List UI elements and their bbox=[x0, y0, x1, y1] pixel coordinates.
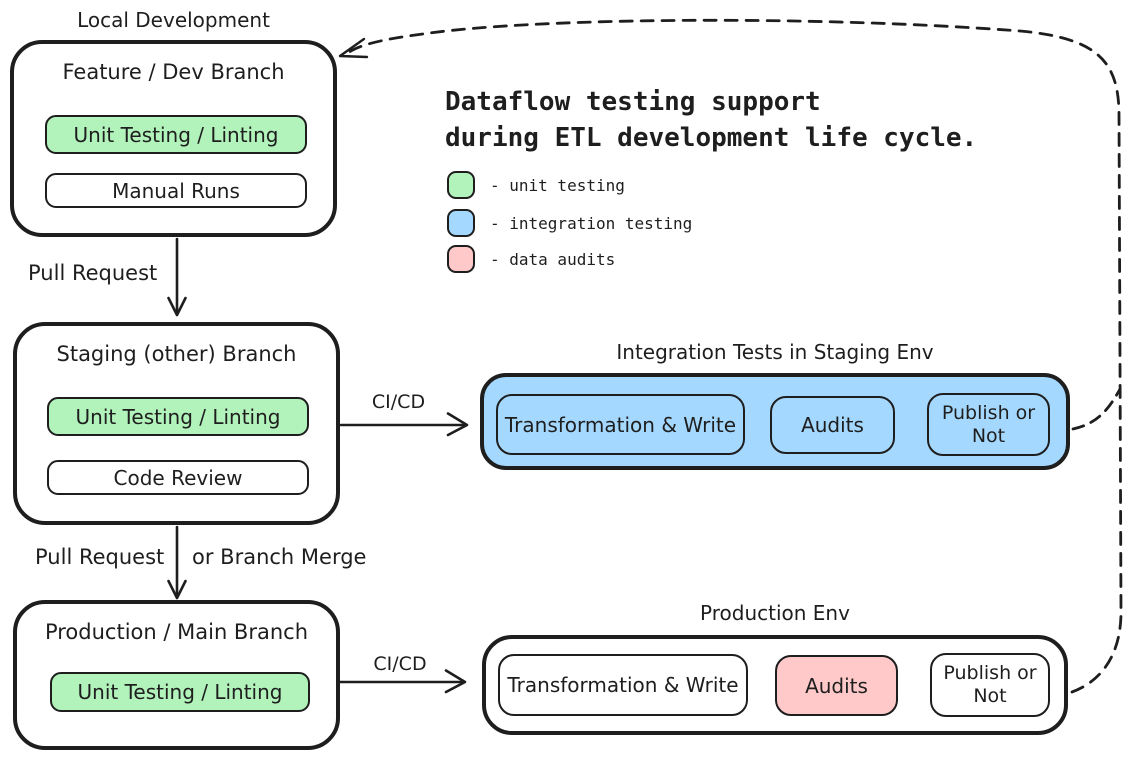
feedback-loop-blue-connector-dashed bbox=[1071, 387, 1122, 431]
audits-node-staging: Audits bbox=[770, 396, 895, 454]
unit-testing-pill-staging: Unit Testing / Linting bbox=[47, 397, 309, 436]
feature-dev-branch-title: Feature / Dev Branch bbox=[62, 60, 285, 84]
legend-label-data-audits: - data audits bbox=[490, 249, 616, 269]
transformation-write-node-staging: Transformation & Write bbox=[496, 394, 745, 455]
pull-request-label-1: Pull Request bbox=[28, 261, 158, 285]
legend-swatch-integration-testing bbox=[447, 209, 475, 237]
production-env-box: Transformation & Write Audits Publish or… bbox=[482, 635, 1068, 735]
audits-node-production: Audits bbox=[775, 655, 898, 716]
staging-env-box: Transformation & Write Audits Publish or… bbox=[480, 373, 1070, 470]
production-env-title: Production Env bbox=[700, 601, 850, 625]
staging-branch-box: Staging (other) Branch Unit Testing / Li… bbox=[13, 322, 340, 525]
unit-testing-pill-production: Unit Testing / Linting bbox=[50, 672, 310, 712]
legend-row-unit-testing: - unit testing bbox=[447, 171, 625, 199]
transformation-write-node-production: Transformation & Write bbox=[498, 654, 748, 716]
legend-row-integration-testing: - integration testing bbox=[447, 209, 692, 237]
feedback-loop-dashed bbox=[342, 18, 1123, 694]
main-title-line2: during ETL development life cycle. bbox=[445, 123, 978, 153]
main-title-line1: Dataflow testing support bbox=[445, 87, 821, 117]
pull-request-arrow-1-head bbox=[167, 296, 187, 317]
publish-or-not-node-staging: Publish or Not bbox=[927, 393, 1050, 456]
feedback-loop-arrowhead bbox=[338, 37, 369, 59]
cicd-label-production: CI/CD bbox=[373, 653, 427, 675]
branch-merge-label: or Branch Merge bbox=[192, 545, 367, 569]
cicd-arrow-staging-head bbox=[446, 412, 469, 437]
feature-dev-branch-box: Feature / Dev Branch Unit Testing / Lint… bbox=[10, 40, 337, 237]
pull-request-arrow-2-head bbox=[167, 579, 187, 600]
local-development-label: Local Development bbox=[77, 8, 270, 32]
legend-row-data-audits: - data audits bbox=[447, 245, 615, 273]
pull-request-label-2: Pull Request bbox=[35, 545, 165, 569]
legend-swatch-data-audits bbox=[447, 245, 475, 273]
staging-env-title: Integration Tests in Staging Env bbox=[616, 340, 934, 364]
production-branch-box: Production / Main Branch Unit Testing / … bbox=[13, 600, 340, 750]
cicd-arrow-production-head bbox=[444, 669, 467, 694]
cicd-label-staging: CI/CD bbox=[371, 391, 426, 413]
unit-testing-pill-feature: Unit Testing / Linting bbox=[45, 115, 307, 154]
staging-branch-title: Staging (other) Branch bbox=[56, 342, 297, 366]
code-review-pill: Code Review bbox=[47, 460, 309, 495]
production-branch-title: Production / Main Branch bbox=[44, 620, 309, 644]
publish-or-not-node-production: Publish or Not bbox=[930, 653, 1050, 717]
legend-swatch-unit-testing bbox=[447, 171, 475, 199]
legend-label-integration-testing: - integration testing bbox=[490, 213, 693, 233]
legend-label-unit-testing: - unit testing bbox=[490, 175, 625, 195]
main-title: Dataflow testing support during ETL deve… bbox=[445, 84, 977, 156]
manual-runs-pill: Manual Runs bbox=[45, 173, 307, 208]
